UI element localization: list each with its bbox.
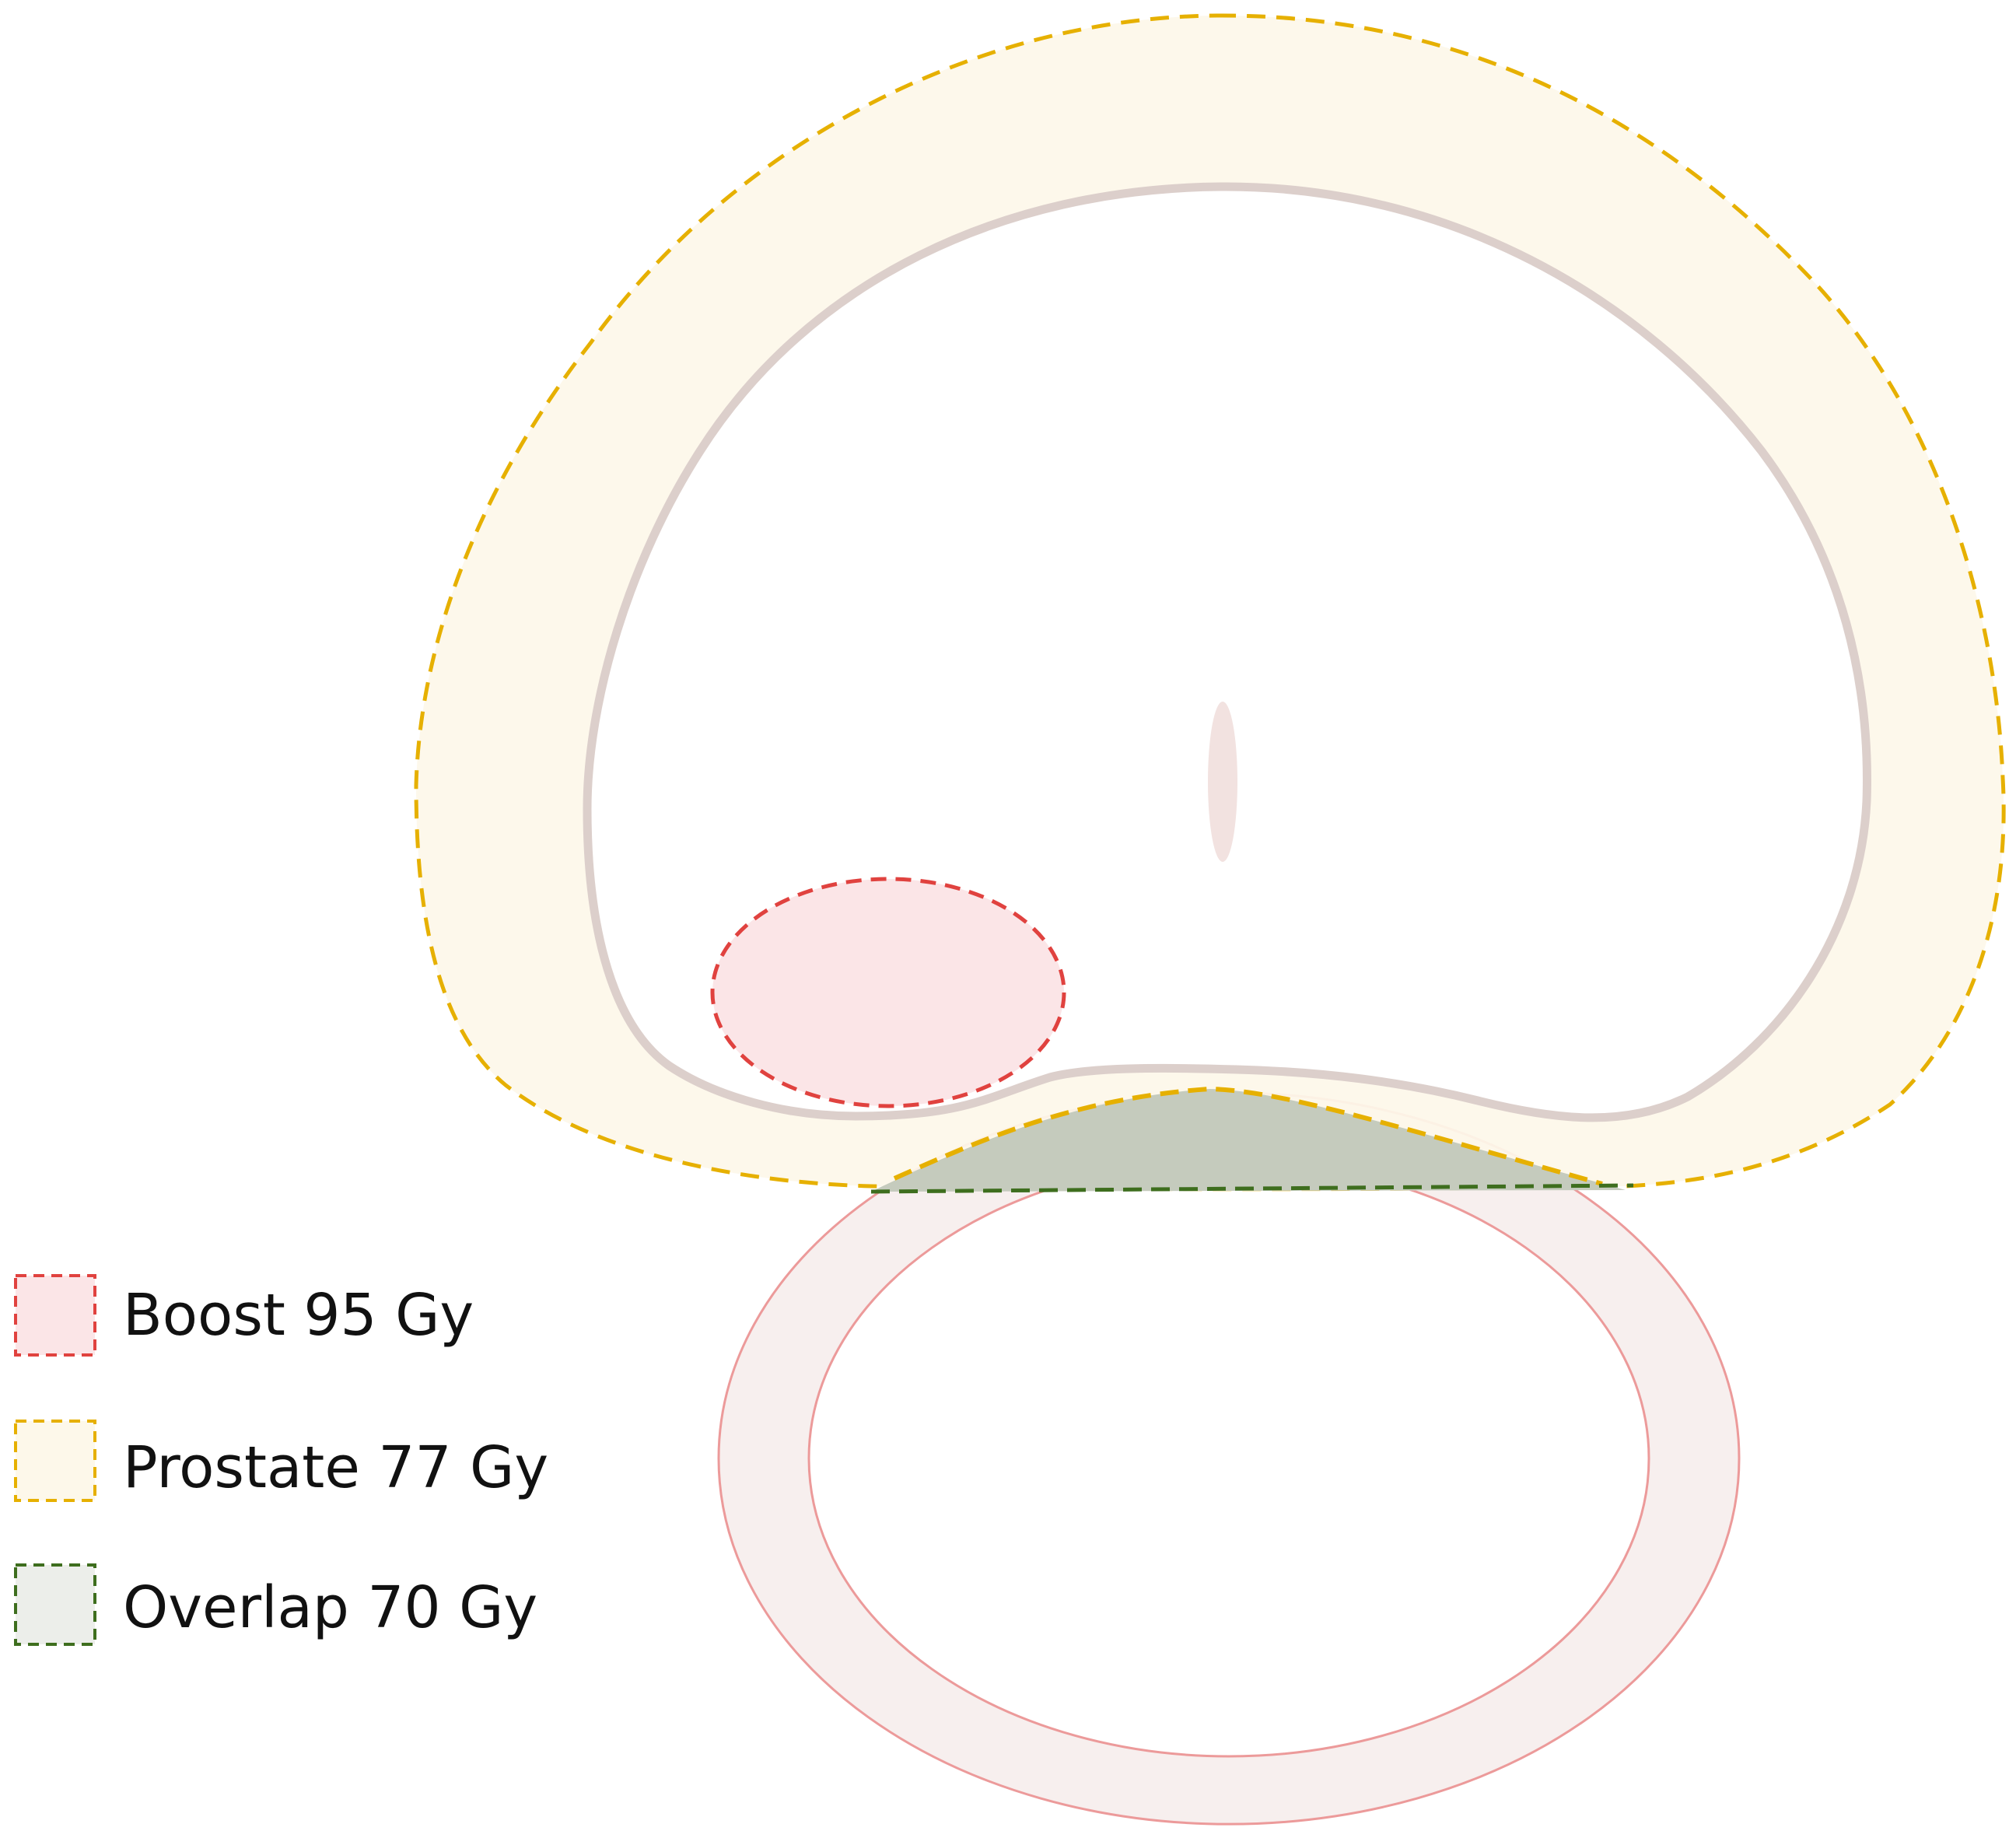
- rectum: [717, 1091, 1741, 1826]
- legend-swatch-prostate: [14, 1420, 96, 1502]
- legend-item-prostate: Prostate 77 Gy: [14, 1420, 548, 1502]
- overlap-top-edge: [893, 1086, 1603, 1186]
- overlap-bottom-edge: [870, 1183, 1634, 1194]
- boost-region: [710, 877, 1066, 1108]
- legend-label-overlap: Overlap 70 Gy: [123, 1574, 537, 1641]
- legend-item-overlap: Overlap 70 Gy: [14, 1563, 537, 1646]
- legend-label-prostate: Prostate 77 Gy: [123, 1434, 548, 1501]
- overlap-fill: [871, 1089, 1626, 1192]
- overlap-region: [870, 1086, 1634, 1194]
- legend-swatch-boost: [14, 1274, 96, 1357]
- legend-label-boost: Boost 95 Gy: [123, 1282, 474, 1349]
- legend-swatch-overlap: [14, 1563, 96, 1646]
- rectum-wall: [717, 1091, 1741, 1826]
- legend: Boost 95 Gy Prostate 77 Gy Overlap 70 Gy: [14, 1274, 548, 1646]
- legend-item-boost: Boost 95 Gy: [14, 1274, 474, 1357]
- urethra: [1208, 702, 1237, 862]
